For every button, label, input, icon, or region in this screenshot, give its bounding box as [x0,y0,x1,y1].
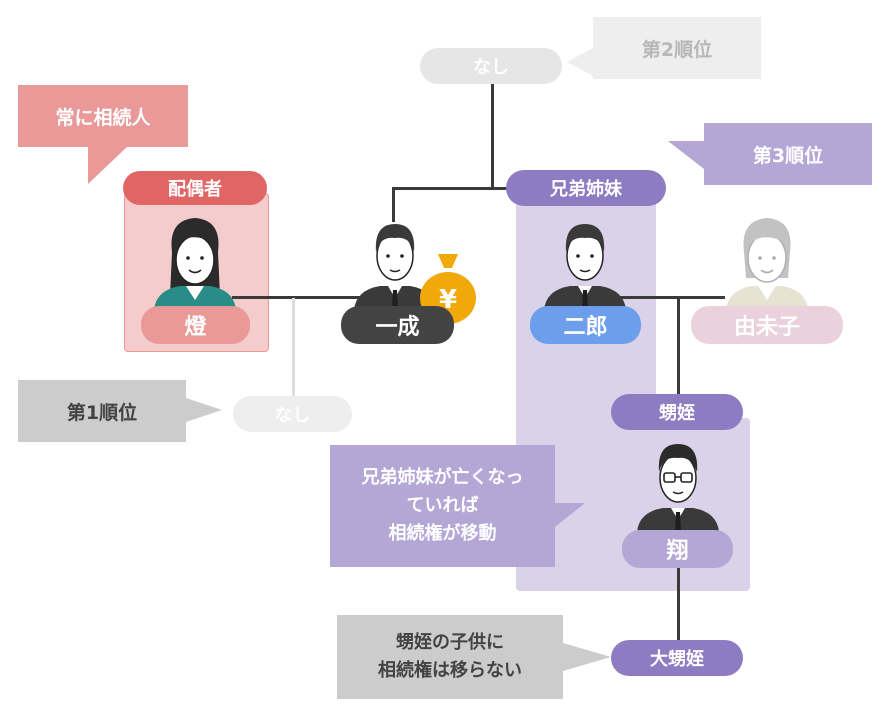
callout-tail [88,146,128,184]
brother-wife-name-pill: 由未子 [691,306,843,344]
grandnephew-vertical-line [677,566,680,642]
nephew-name-pill: 翔 [622,530,733,568]
grandnephew-tag-text: 大甥姪 [650,649,704,670]
callout-tail [668,141,704,169]
siblings-tag-text: 兄弟姉妹 [550,179,622,200]
sibling-transfer-line1: 兄弟姉妹が亡くなっ [361,467,524,489]
spouse-tag: 配偶者 [123,171,267,205]
always-heir-text: 常に相続人 [55,106,151,129]
rank2-text: 第2順位 [641,38,713,61]
nephew-vertical-line [677,298,680,395]
spouse-name: 燈 [184,315,207,340]
rank3-callout: 第3順位 [668,123,872,185]
callout-tail [563,643,611,671]
grandnephew-note-callout: 甥姪の子供に 相続権は移らない [337,615,611,699]
parents-none-pill: なし [420,48,562,84]
rank1-text: 第1順位 [66,401,138,424]
parents-vertical-line [491,78,494,188]
sibling-transfer-line3: 相続権が移動 [388,522,497,544]
brother-marriage-line [620,296,725,299]
nephew-avatar [633,434,723,532]
grandnephew-note-line2: 相続権は移らない [378,660,522,681]
brother-avatar [540,212,630,310]
sibling-transfer-callout: 兄弟姉妹が亡くなっ ていれば 相続権が移動 [330,445,585,567]
nephew-niece-tag: 甥姪 [611,394,743,430]
always-heir-callout: 常に相続人 [18,85,188,184]
parents-horizontal-line [392,187,514,190]
children-none-pill: なし [233,396,352,432]
deceased-vertical-line [392,187,395,222]
children-line [292,298,295,396]
grandnephew-note-line1: 甥姪の子供に [396,632,504,654]
parents-none-text: なし [473,57,509,78]
children-none-text: なし [274,405,311,426]
callout-tail [555,503,585,527]
brother-name: 二郎 [563,315,608,340]
rank1-callout: 第1順位 [18,380,222,442]
brother-wife-name: 由未子 [733,315,800,340]
spouse-name-pill: 燈 [141,306,250,344]
nephew-niece-tag-text: 甥姪 [659,403,695,424]
spouse-avatar [150,212,240,310]
deceased-name-pill: 一成 [341,306,454,344]
deceased-name: 一成 [375,315,420,340]
brother-name-pill: 二郎 [530,306,641,344]
deceased-avatar [350,212,440,310]
grandnephew-tag: 大甥姪 [611,640,743,676]
spouse-tag-text: 配偶者 [168,179,222,200]
nephew-name: 翔 [666,539,689,564]
callout-tail [186,398,222,422]
brother-wife-avatar [722,212,812,310]
callout-tail [567,48,593,76]
rank3-text: 第3順位 [752,144,824,167]
marriage-line [232,296,362,299]
rank2-callout: 第2順位 [567,17,761,79]
sibling-transfer-line2: ていれば [406,495,479,517]
siblings-tag: 兄弟姉妹 [506,170,666,206]
